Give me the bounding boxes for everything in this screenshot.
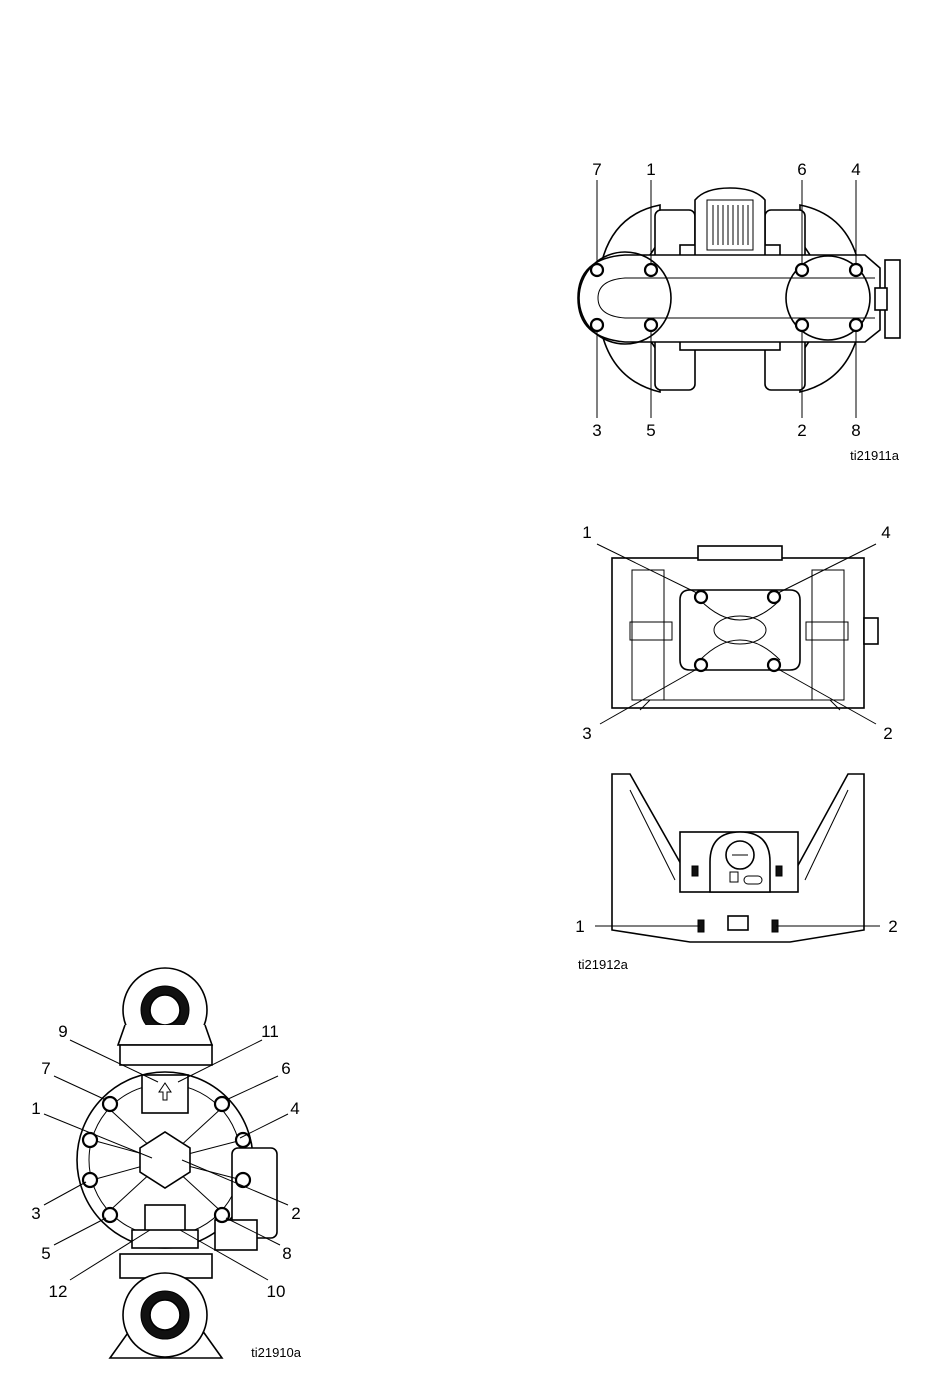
front-view-figure: 9 11 7 6 1 4 3 2 5 8 12 10 ti21910a (31, 968, 301, 1360)
callout-top-2: 2 (797, 421, 806, 440)
callout-top-4: 4 (851, 160, 860, 179)
callout-top-6: 6 (797, 160, 806, 179)
callout-top-8: 8 (851, 421, 860, 440)
callout-top-5: 5 (646, 421, 655, 440)
callout-top-7: 7 (592, 160, 601, 179)
callout-center-3: 3 (582, 724, 591, 743)
callout-front-10: 10 (267, 1282, 286, 1301)
center-section-upper-figure: 1 4 3 2 (582, 523, 892, 743)
center-section-lower-figure: 1 2 ti21912a (575, 774, 897, 972)
figure-id-front-view: ti21910a (251, 1345, 302, 1360)
callout-front-5: 5 (41, 1244, 50, 1263)
figure-id-top-view: ti21911a (850, 448, 900, 463)
callout-front-8: 8 (282, 1244, 291, 1263)
callout-front-3: 3 (31, 1204, 40, 1223)
callout-front-2: 2 (291, 1204, 300, 1223)
callout-center-lower-2: 2 (888, 917, 897, 936)
callout-center-lower-1: 1 (575, 917, 584, 936)
callout-center-1: 1 (582, 523, 591, 542)
callout-center-2: 2 (883, 724, 892, 743)
callout-front-12: 12 (49, 1282, 68, 1301)
callout-center-4: 4 (881, 523, 890, 542)
figure-id-center-section: ti21912a (578, 957, 629, 972)
callout-front-11: 11 (261, 1022, 279, 1041)
callout-front-1: 1 (31, 1099, 40, 1118)
callout-front-4: 4 (290, 1099, 299, 1118)
top-view-figure: 7 1 6 4 3 5 2 8 ti21911a (578, 160, 900, 463)
callout-top-1: 1 (646, 160, 655, 179)
callout-top-3: 3 (592, 421, 601, 440)
callout-front-7: 7 (41, 1059, 50, 1078)
callout-front-6: 6 (281, 1059, 290, 1078)
callout-front-9: 9 (58, 1022, 67, 1041)
